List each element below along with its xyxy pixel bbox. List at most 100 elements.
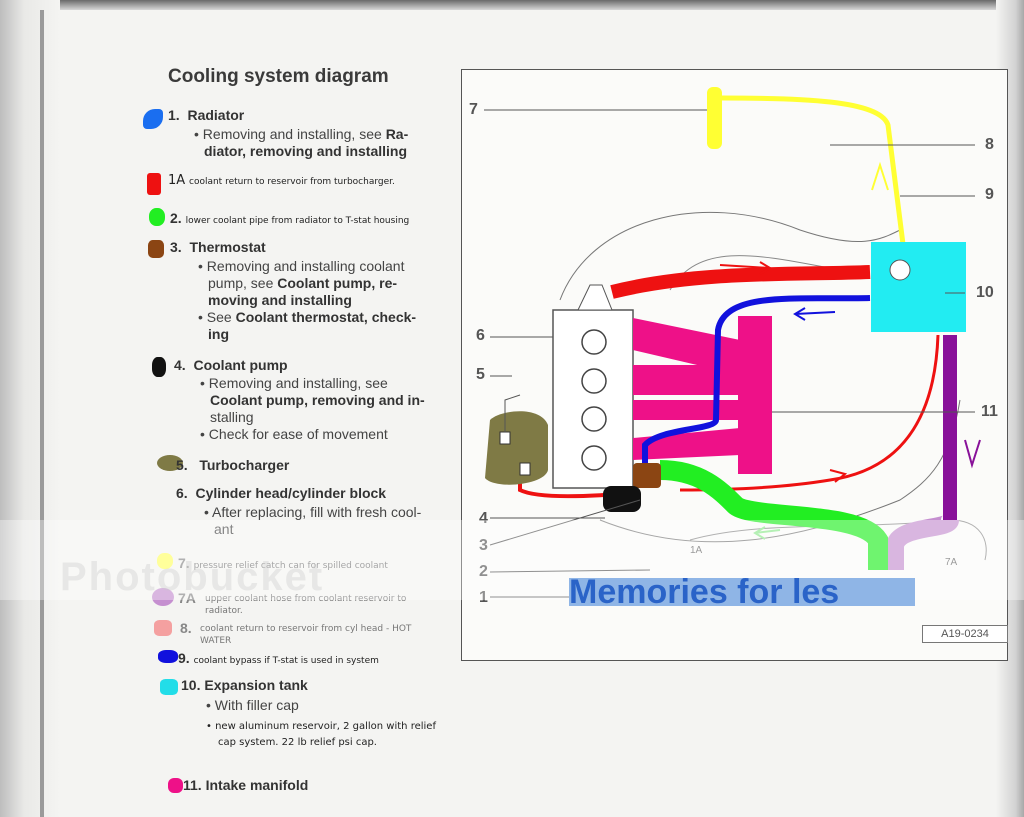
swatch-coolant-bypass: [158, 650, 178, 663]
sub-text-bold: Coolant pump, re-: [277, 275, 398, 291]
radiator-outline: [689, 519, 987, 561]
legend-item-turbocharger: 5. Turbocharger: [176, 457, 289, 473]
expansion-tank: [871, 242, 966, 332]
callout-6: 6: [476, 327, 485, 344]
sub-text: • Removing and installing, see: [200, 375, 388, 391]
green-lower-pipe: [659, 460, 888, 570]
legend-num: 6.: [176, 485, 188, 501]
legend-item-cylinder-head: 6. Cylinder head/cylinder block: [176, 485, 386, 501]
cylinder-4: [581, 445, 607, 471]
callout-10: 10: [976, 284, 994, 301]
sub-text: • Check for ease of movement: [200, 426, 388, 442]
swatch-turbocharger: [157, 455, 183, 471]
legend-item-2: 2. lower coolant pipe from radiator to T…: [170, 210, 409, 227]
figure-id: A19-0234: [922, 625, 1008, 643]
book-spine: [40, 10, 44, 817]
swatch-upper-coolant-hose: [152, 588, 174, 606]
purple-arrow: [964, 439, 981, 469]
turbo-port-1: [499, 431, 511, 445]
page-title: Cooling system diagram: [168, 66, 389, 87]
red-arrow: [719, 261, 772, 275]
legend-num: 2.: [170, 210, 182, 226]
legend-label: Thermostat: [189, 239, 266, 255]
green-arrow: [753, 526, 781, 540]
callout-1a: 1A: [690, 545, 703, 556]
legend-item-7: 7. pressure relief catch can for spilled…: [178, 555, 388, 572]
legend-num: 5.: [176, 457, 188, 473]
intake-manifold: [633, 316, 772, 474]
page-top-shadow: [0, 0, 1024, 10]
legend-label: lower coolant pipe from radiator to T-st…: [185, 216, 410, 226]
legend-num: 11.: [183, 777, 202, 793]
cylinder-3: [581, 406, 607, 432]
sub-text: cap system. 22 lb relief psi cap.: [218, 737, 377, 748]
swatch-expansion-tank: [160, 679, 178, 695]
legend-num: 7A: [178, 590, 196, 606]
legend-label: coolant bypass if T-stat is used in syst…: [193, 656, 379, 666]
sub-text: stalling: [210, 409, 254, 425]
legend-label-7a: upper coolant hose from coolant reservoi…: [205, 594, 407, 616]
legend-item-coolant-pump: 4. Coolant pump: [174, 357, 288, 373]
sub-text-bold: diator, removing and installing: [204, 143, 408, 159]
swatch-coolant-return-turbo: [147, 173, 161, 195]
callout-2: 2: [479, 563, 488, 580]
sub-text: • With filler cap: [206, 697, 299, 713]
legend-sub-radiator: • Removing and installing, see Ra- diato…: [194, 126, 408, 160]
legend-num: 9.: [178, 650, 190, 666]
overlay-banner[interactable]: Memories for les: [569, 578, 915, 606]
callout-9: 9: [985, 186, 994, 203]
red-hot-return: [610, 265, 871, 299]
legend-item-expansion-tank: 10. Expansion tank: [181, 677, 308, 693]
blue-arrow: [793, 307, 836, 321]
legend-label: Cylinder head/cylinder block: [195, 485, 387, 501]
legend-num: 4.: [174, 357, 186, 373]
turbo-port-2: [519, 462, 531, 476]
sub-text-bold: Coolant thermostat, check-: [235, 309, 417, 325]
callout-4: 4: [479, 510, 488, 527]
sub-text: • new aluminum reservoir, 2 gallon with …: [206, 721, 436, 732]
sub-text-bold: Ra-: [385, 126, 409, 142]
blue-bypass: [642, 295, 871, 463]
callout-7: 7: [469, 101, 478, 118]
cylinder-1: [581, 329, 607, 355]
legend-item-8: 8.: [180, 620, 192, 636]
leader-lines: [484, 109, 975, 598]
callout-11: 11: [981, 403, 998, 420]
swatch-intake-manifold: [168, 778, 183, 793]
sub-text: pump, see: [208, 275, 274, 291]
legend-label: Turbocharger: [199, 457, 290, 473]
swatch-coolant-return-head: [154, 620, 172, 636]
legend-sub-cylinder-head: • After replacing, fill with fresh cool-…: [204, 504, 421, 538]
legend-label-8: coolant return to reservoir from cyl hea…: [200, 624, 412, 646]
legend-sub-coolant-pump: • Removing and installing, see Coolant p…: [200, 375, 425, 443]
red-turbo-feed: [518, 470, 606, 499]
legend-num: 7.: [178, 555, 190, 571]
legend-item-thermostat: 3. Thermostat: [170, 239, 266, 255]
callout-8: 8: [985, 136, 994, 153]
legend-label: pressure relief catch can for spilled co…: [193, 561, 388, 571]
yellow-relief-line: [721, 95, 908, 261]
callout-1: 1: [479, 589, 488, 606]
legend-label: Coolant pump: [193, 357, 288, 373]
callout-3: 3: [479, 537, 488, 554]
cylinder-2: [581, 368, 607, 394]
sub-text: • Removing and installing coolant: [198, 258, 405, 274]
coolant-pump: [603, 486, 641, 512]
legend-label: coolant return to reservoir from turboch…: [189, 177, 395, 187]
filler-cap: [889, 259, 911, 281]
swatch-lower-coolant-pipe: [149, 208, 165, 226]
swatch-thermostat: [148, 240, 164, 258]
legend-item-1a: 1A coolant return to reservoir from turb…: [168, 174, 395, 188]
thermostat: [633, 463, 661, 488]
watermark: Photobucket: [60, 555, 325, 599]
turbocharger: [485, 411, 548, 485]
turbo-pipe: [504, 394, 521, 432]
sub-text: • After replacing, fill with fresh cool-: [204, 504, 422, 520]
legend-num: 1A: [168, 173, 186, 188]
swatch-radiator: [143, 109, 163, 129]
legend-label: Intake manifold: [205, 777, 309, 793]
legend-sub-thermostat: • Removing and installing coolant pump, …: [198, 258, 416, 343]
swatch-coolant-pump: [152, 357, 166, 377]
sub-text-bold: moving and installing: [208, 292, 352, 308]
